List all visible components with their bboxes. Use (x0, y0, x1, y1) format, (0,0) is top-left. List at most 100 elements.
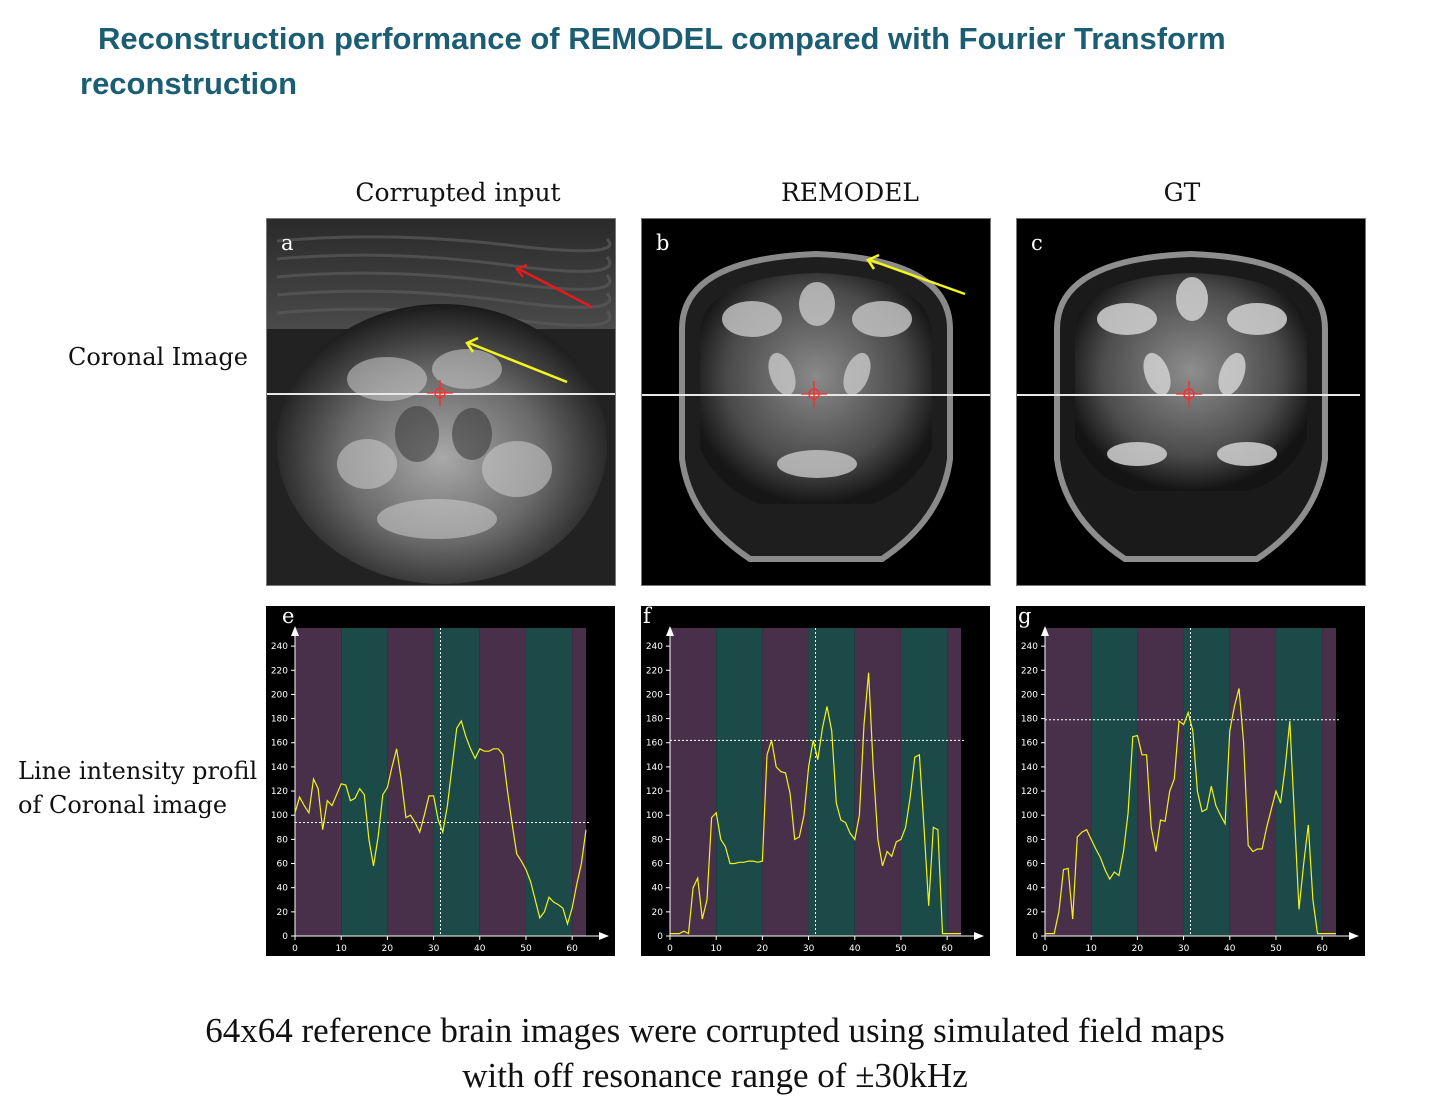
x-tick-label: 20 (1132, 944, 1144, 954)
intensity-profile-line (670, 672, 961, 935)
y-tick-label: 20 (652, 908, 664, 918)
x-tick-label: 60 (1316, 944, 1328, 954)
gt-brain-image (1017, 219, 1365, 585)
y-tick-label: 0 (657, 932, 663, 942)
background-band (572, 628, 586, 936)
y-tick-label: 0 (1032, 932, 1038, 942)
panel-label-f: f (643, 604, 651, 628)
title-line-1: Reconstruction performance of REMODEL co… (98, 21, 1226, 56)
x-tick-label: 30 (428, 944, 440, 954)
figure-caption: 64x64 reference brain images were corrup… (60, 1008, 1370, 1098)
background-band (947, 628, 961, 936)
row-label-coronal-image: Coronal Image (68, 343, 248, 371)
x-tick-label: 10 (335, 944, 347, 954)
background-band (762, 628, 809, 936)
y-axis-arrow (1041, 626, 1049, 636)
x-tick-label: 60 (566, 944, 578, 954)
slide-title: Reconstruction performance of REMODEL co… (80, 16, 1320, 106)
y-axis-arrow (291, 626, 299, 636)
caption-line-2: with off resonance range of ±30kHz (462, 1056, 968, 1095)
background-band (1137, 628, 1184, 936)
x-tick-label: 40 (474, 944, 486, 954)
background-band (479, 628, 526, 936)
background-band (525, 628, 573, 936)
y-tick-label: 240 (1021, 642, 1038, 652)
y-tick-label: 20 (277, 908, 289, 918)
column-header-remodel: REMODEL (780, 178, 920, 207)
background-band (854, 628, 901, 936)
background-band (1045, 628, 1092, 936)
background-band (670, 628, 717, 936)
row-label-profile-line-2: of Coronal image (18, 791, 228, 819)
y-tick-label: 160 (646, 739, 663, 749)
y-tick-label: 220 (1021, 666, 1038, 676)
background-band (1322, 628, 1336, 936)
y-tick-label: 220 (271, 666, 288, 676)
background-band (808, 628, 855, 936)
y-tick-label: 40 (652, 884, 664, 894)
panel-label-g: g (1018, 604, 1032, 628)
y-tick-label: 60 (277, 860, 289, 870)
panel-b-remodel-image: b (641, 218, 991, 586)
y-tick-label: 100 (1021, 811, 1038, 821)
y-tick-label: 200 (646, 690, 663, 700)
x-tick-label: 20 (757, 944, 769, 954)
y-tick-label: 140 (271, 763, 288, 773)
panel-label-e: e (282, 604, 295, 628)
panel-label-c: c (1031, 231, 1043, 255)
x-tick-label: 30 (1178, 944, 1190, 954)
x-tick-label: 40 (1224, 944, 1236, 954)
y-tick-label: 80 (277, 835, 289, 845)
intensity-profile-line (294, 719, 587, 927)
column-header-gt: GT (1163, 178, 1201, 207)
y-tick-label: 0 (282, 932, 288, 942)
x-tick-label: 50 (1270, 944, 1282, 954)
x-axis-arrow (1349, 932, 1359, 940)
x-tick-label: 10 (710, 944, 722, 954)
y-tick-label: 40 (1027, 884, 1039, 894)
y-tick-label: 180 (1021, 715, 1038, 725)
x-tick-label: 0 (292, 944, 298, 954)
background-band (387, 628, 434, 936)
remodel-brain-image (642, 219, 990, 585)
y-tick-label: 120 (646, 787, 663, 797)
y-tick-label: 40 (277, 884, 289, 894)
panel-label-b: b (656, 231, 670, 255)
y-tick-label: 60 (652, 860, 664, 870)
y-tick-label: 140 (1021, 763, 1038, 773)
x-axis-arrow (599, 932, 609, 940)
background-band (433, 628, 480, 936)
x-tick-label: 60 (941, 944, 953, 954)
x-tick-label: 30 (803, 944, 815, 954)
y-tick-label: 240 (646, 642, 663, 652)
y-tick-label: 100 (271, 811, 288, 821)
background-band (341, 628, 388, 936)
x-tick-label: 50 (895, 944, 907, 954)
x-tick-label: 40 (849, 944, 861, 954)
y-tick-label: 180 (646, 715, 663, 725)
corrupted-brain-image (267, 219, 615, 585)
caption-line-1: 64x64 reference brain images were corrup… (205, 1011, 1225, 1050)
background-band (1183, 628, 1230, 936)
x-tick-label: 0 (1042, 944, 1048, 954)
y-tick-label: 20 (1027, 908, 1039, 918)
x-tick-label: 0 (667, 944, 673, 954)
y-tick-label: 180 (271, 715, 288, 725)
x-tick-label: 20 (382, 944, 394, 954)
background-band (900, 628, 948, 936)
y-axis-arrow (666, 626, 674, 636)
y-tick-label: 200 (271, 690, 288, 700)
y-tick-label: 140 (646, 763, 663, 773)
x-axis-arrow (974, 932, 984, 940)
y-tick-label: 80 (1027, 835, 1039, 845)
intensity-profile-line (1045, 688, 1336, 935)
row-label-profile-line-1: Line intensity profil (18, 757, 258, 785)
y-tick-label: 80 (652, 835, 664, 845)
background-band (295, 628, 342, 936)
y-tick-label: 60 (1027, 860, 1039, 870)
y-tick-label: 120 (271, 787, 288, 797)
